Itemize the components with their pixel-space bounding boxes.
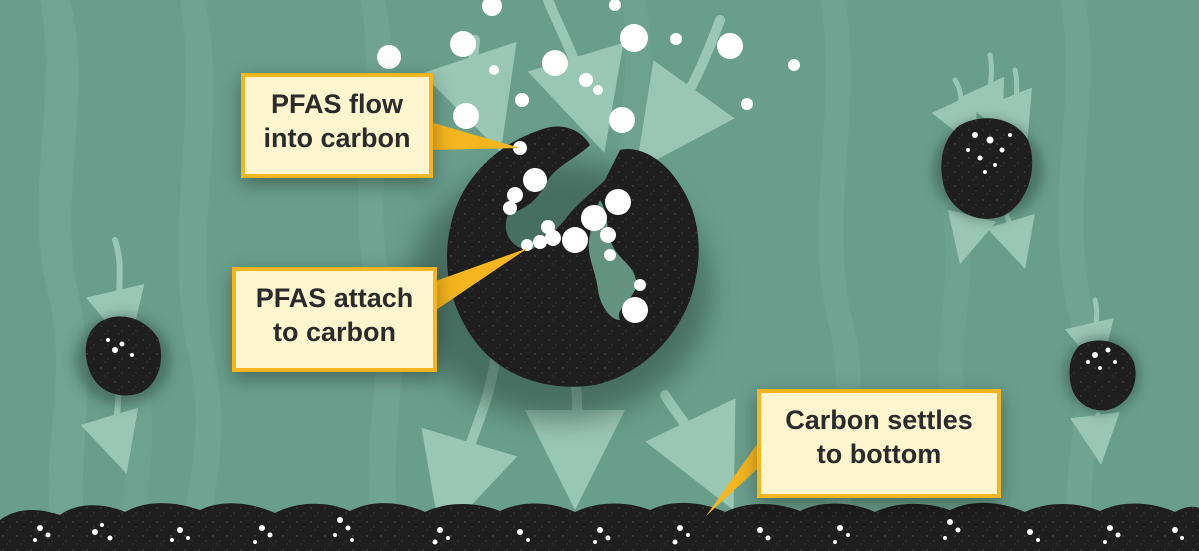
callout-settle-line2: to bottom (816, 439, 942, 469)
callout-pfas-attach: PFAS attach to carbon (232, 267, 437, 372)
callout-attach-line2: to carbon (272, 317, 396, 347)
pointer-flow (430, 122, 520, 150)
callout-flow-line2: into carbon (263, 123, 411, 153)
activated-carbon-particle-icon (75, 118, 1140, 413)
settled-carbon-layer (0, 502, 1199, 551)
callout-settle-line1: Carbon settles (785, 405, 973, 435)
callout-attach-line1: PFAS attach (255, 283, 414, 313)
callout-carbon-settles: Carbon settles to bottom (757, 389, 1001, 498)
pointer-attach (433, 248, 528, 312)
callout-flow-line1: PFAS flow (270, 89, 403, 119)
callout-pfas-flow: PFAS flow into carbon (241, 73, 433, 178)
pfas-molecule-icon (377, 0, 800, 323)
